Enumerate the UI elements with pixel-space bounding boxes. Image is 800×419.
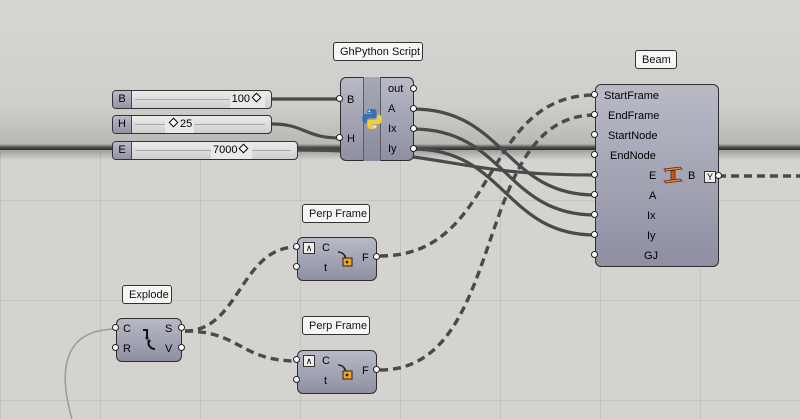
slider-b-name: B <box>113 91 132 108</box>
explode-output-v[interactable]: V <box>165 343 173 355</box>
slider-b-track[interactable] <box>135 99 265 100</box>
beam-input-gj[interactable]: GJ <box>644 250 659 262</box>
wire-h-to-python[interactable] <box>270 122 342 140</box>
slider-e[interactable]: E 7000 <box>112 141 298 160</box>
slider-b-value-wrap[interactable]: 100 <box>229 91 265 108</box>
beam-input-e[interactable]: E <box>649 170 657 182</box>
perp-frame-2-grip-c[interactable] <box>293 356 300 363</box>
wire-perpframe1-to-startframe[interactable] <box>379 93 596 258</box>
slider-h-value-wrap[interactable]: 25 <box>165 116 195 133</box>
wire-ix-to-beam[interactable] <box>411 127 597 217</box>
slider-h-track[interactable] <box>135 124 265 125</box>
ghpython-grip-out[interactable] <box>410 85 417 92</box>
beam-grip-gj[interactable] <box>591 251 598 258</box>
slider-b-value: 100 <box>231 93 250 105</box>
perp-frame-1-input-t[interactable]: t <box>324 262 328 274</box>
beam-grip-e[interactable] <box>591 171 598 178</box>
beam-output-b[interactable]: B <box>688 170 696 182</box>
slider-h[interactable]: H 25 <box>112 115 272 134</box>
beam-grip-iy[interactable] <box>591 231 598 238</box>
wire-explode-to-perpframe1[interactable] <box>184 245 298 333</box>
perp-frame-icon <box>337 251 353 267</box>
beam-grip-output[interactable] <box>715 172 722 179</box>
explode-input-r[interactable]: R <box>123 343 131 355</box>
perp-frame-1-grip-c[interactable] <box>293 243 300 250</box>
ghpython-title: GhPython Script <box>333 42 423 61</box>
beam-input-startnode[interactable]: StartNode <box>608 130 658 142</box>
beam-input-endframe[interactable]: EndFrame <box>608 110 660 122</box>
perp-frame-1-output-f[interactable]: F <box>362 252 369 264</box>
explode-grip-v[interactable] <box>178 344 185 351</box>
perp-frame-1-grip-f[interactable] <box>373 253 380 260</box>
beam-grip-endnode[interactable] <box>591 151 598 158</box>
beam-grip-ix[interactable] <box>591 211 598 218</box>
beam-input-ix[interactable]: Ix <box>647 210 656 222</box>
ghpython-input-b[interactable]: B <box>347 94 355 106</box>
slider-h-name: H <box>113 116 132 133</box>
reparameterize-flag-icon[interactable]: ∧ <box>303 242 315 254</box>
perp-frame-1-title: Perp Frame <box>302 204 370 223</box>
beam-input-iy[interactable]: Iy <box>647 230 656 242</box>
ghpython-input-h[interactable]: H <box>347 133 355 145</box>
perp-frame-2-title: Perp Frame <box>302 316 370 335</box>
ghpython-grip-b[interactable] <box>336 95 343 102</box>
wire-iy-to-beam[interactable] <box>411 147 597 237</box>
perp-frame-2-component[interactable]: ∧ C t F <box>297 350 377 394</box>
explode-grip-s[interactable] <box>178 324 185 331</box>
slider-e-name: E <box>113 142 132 159</box>
python-logo-icon <box>362 109 382 129</box>
ghpython-output-ix[interactable]: Ix <box>388 123 397 135</box>
explode-input-c[interactable]: C <box>123 323 131 335</box>
perp-frame-1-component[interactable]: ∧ C t F <box>297 237 377 281</box>
perp-frame-2-grip-f[interactable] <box>373 366 380 373</box>
wire-perpframe2-to-endframe[interactable] <box>379 113 596 372</box>
beam-component[interactable]: StartFrame EndFrame StartNode EndNode E … <box>595 84 719 267</box>
slider-grip-icon[interactable] <box>239 143 249 154</box>
slider-h-value: 25 <box>180 118 193 130</box>
wire-curve-input[interactable] <box>64 328 118 419</box>
beam-grip-startframe[interactable] <box>591 91 598 98</box>
slider-e-value: 7000 <box>213 144 238 156</box>
ghpython-grip-h[interactable] <box>336 134 343 141</box>
beam-grip-endframe[interactable] <box>591 111 598 118</box>
ghpython-grip-iy[interactable] <box>410 145 417 152</box>
slider-e-value-wrap[interactable]: 7000 <box>211 142 253 159</box>
perp-frame-2-grip-t[interactable] <box>293 376 300 383</box>
ghpython-grip-a[interactable] <box>410 105 417 112</box>
ghpython-output-iy[interactable]: Iy <box>388 143 397 155</box>
reparameterize-flag-icon[interactable]: ∧ <box>303 355 315 367</box>
explode-output-s[interactable]: S <box>165 323 173 335</box>
slider-grip-icon[interactable] <box>251 92 262 103</box>
explode-curve-icon <box>143 329 156 350</box>
perp-frame-1-grip-t[interactable] <box>293 263 300 270</box>
graft-flag-icon[interactable]: Y <box>704 171 716 183</box>
i-beam-icon <box>663 166 683 184</box>
perp-frame-icon <box>337 364 353 380</box>
beam-input-startframe[interactable]: StartFrame <box>604 90 660 102</box>
slider-b[interactable]: B 100 <box>112 90 272 109</box>
perp-frame-2-input-t[interactable]: t <box>324 375 328 387</box>
beam-grip-startnode[interactable] <box>591 131 598 138</box>
perp-frame-1-input-c[interactable]: C <box>322 242 330 254</box>
ghpython-output-a[interactable]: A <box>388 103 396 115</box>
beam-title: Beam <box>635 50 677 69</box>
ghpython-component[interactable]: B H out A Ix Iy <box>340 77 414 161</box>
explode-grip-r[interactable] <box>112 344 119 351</box>
perp-frame-2-input-c[interactable]: C <box>322 355 330 367</box>
explode-grip-c[interactable] <box>112 324 119 331</box>
ghpython-grip-ix[interactable] <box>410 125 417 132</box>
beam-grip-a[interactable] <box>591 191 598 198</box>
explode-title: Explode <box>122 285 172 304</box>
ghpython-output-out[interactable]: out <box>388 83 404 95</box>
beam-input-endnode[interactable]: EndNode <box>610 150 656 162</box>
perp-frame-2-output-f[interactable]: F <box>362 365 369 377</box>
explode-component[interactable]: C R S V <box>116 318 182 362</box>
beam-input-a[interactable]: A <box>649 190 657 202</box>
wire-explode-to-perpframe2[interactable] <box>184 329 298 363</box>
slider-grip-icon[interactable] <box>168 117 179 128</box>
